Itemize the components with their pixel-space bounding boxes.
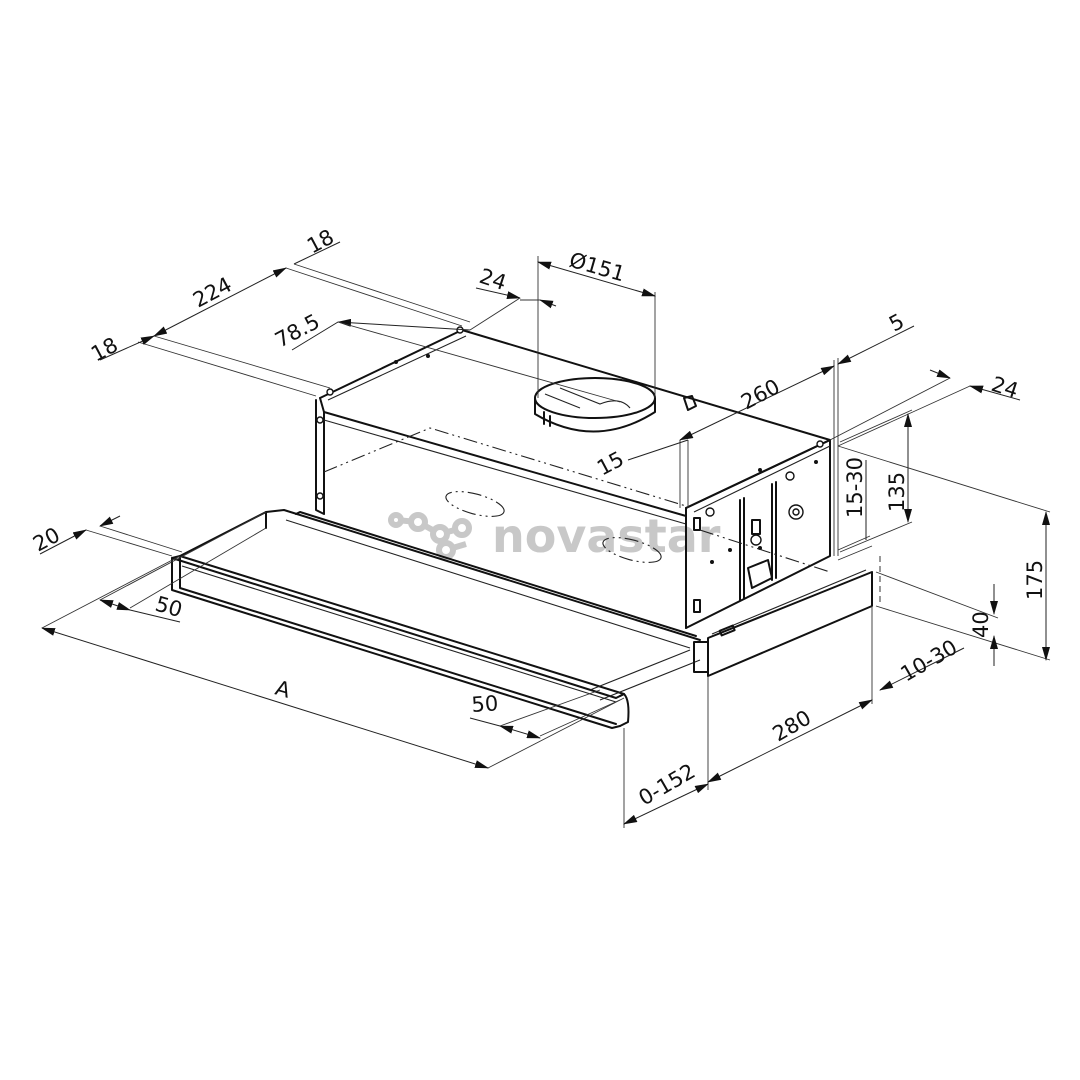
dim-front-height: 40 — [969, 611, 993, 638]
dim-extension: 0-152 — [635, 759, 700, 810]
dim-side-offset: 24 — [988, 372, 1021, 403]
dim-rail-right-margin: 50 — [471, 691, 499, 717]
dim-front-clearance: 10-30 — [897, 635, 962, 686]
dim-width-a: A — [273, 676, 294, 703]
watermark-text: novastar — [492, 509, 721, 563]
dim-top-right-offset: 18 — [303, 225, 338, 259]
dimension-lines — [39, 241, 1051, 828]
dim-duct-offset: 24 — [476, 264, 509, 295]
watermark: novastar — [388, 509, 721, 563]
dim-rail-left-margin: 50 — [153, 592, 185, 622]
dim-duct-diameter: Ø151 — [567, 248, 628, 287]
dim-bracket-offset: 78.5 — [271, 309, 324, 352]
dim-side-inset: 15 — [593, 447, 628, 481]
dim-wall-gap: 15-30 — [843, 457, 867, 518]
dim-top-left-offset: 18 — [87, 333, 122, 367]
dim-body-depth: 260 — [737, 374, 784, 414]
dim-total-height: 175 — [1023, 560, 1047, 600]
duct-collar — [534, 377, 697, 433]
dim-body-height: 135 — [885, 472, 909, 512]
watermark-logo-icon — [388, 512, 472, 560]
dim-rear-gap: 5 — [885, 309, 908, 336]
dim-left-offset: 20 — [29, 523, 64, 557]
hood-body — [315, 326, 831, 629]
